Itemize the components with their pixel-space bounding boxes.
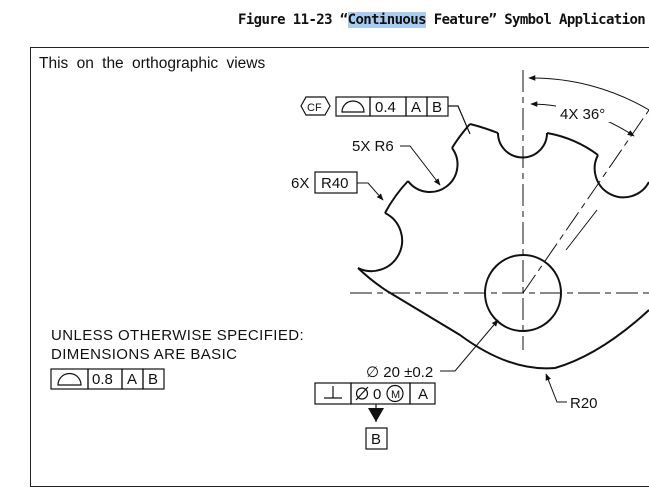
figure-caption: Figure 11-23 “Continuous Feature” Symbol…: [238, 12, 649, 28]
outer-count-label: 6X: [291, 175, 309, 192]
fcf-top-datum-b: B: [432, 99, 442, 116]
part-outline: [357, 123, 649, 370]
notch-radius-leader: [400, 145, 441, 186]
outer-radius-box: [314, 171, 384, 201]
diameter-icon: [355, 387, 369, 400]
corner-radius-label: R20: [570, 395, 598, 412]
profile-of-surface-icon: [341, 100, 365, 113]
caption-prefix: Figure 11-23 “: [238, 12, 348, 28]
fcf-top: [300, 96, 471, 135]
fcf-hole-tolerance: 0: [373, 386, 381, 403]
fcf-top-tolerance: 0.4: [375, 99, 396, 116]
fcf-hole: [314, 382, 436, 450]
fcf-hole-modifier: M: [391, 389, 400, 401]
fcf-general: [50, 368, 165, 390]
datum-triangle-icon: [368, 408, 384, 422]
views-note: This on the orthographic views: [39, 55, 266, 72]
hole-leader: [440, 319, 499, 372]
datum-b-label: B: [371, 431, 381, 448]
angle-label: 4X 36°: [560, 106, 605, 123]
fcf-hole-datum-a: A: [418, 386, 428, 403]
general-note: UNLESS OTHERWISE SPECIFIED: DIMENSIONS A…: [51, 326, 304, 364]
fcf-general-datum-a: A: [127, 371, 137, 388]
corner-radius-leader: [545, 373, 567, 403]
general-note-line-1: UNLESS OTHERWISE SPECIFIED:: [51, 327, 305, 344]
center-lines: [350, 70, 649, 350]
general-note-line-2: DIMENSIONS ARE BASIC: [51, 346, 238, 363]
fcf-top-datum-a: A: [411, 99, 421, 116]
fcf-general-tolerance: 0.8: [92, 371, 113, 388]
fcf-general-datum-b: B: [148, 371, 158, 388]
caption-suffix: Feature” Symbol Application in: [425, 12, 649, 28]
profile-of-surface-icon: [57, 372, 82, 386]
cf-symbol-label: CF: [307, 102, 322, 114]
caption-highlight: Continuous: [347, 12, 427, 28]
perpendicularity-icon: [324, 386, 342, 399]
notch-radius-label: 5X R6: [352, 138, 394, 155]
hole-size-label: ∅ 20 ±0.2: [366, 364, 433, 381]
drawing-svg: 4X 36° CF 0.4 A B 5X R6 6X R40 0.8 A B ∅…: [50, 70, 649, 450]
mmc-modifier-icon: [386, 384, 404, 403]
outer-radius-label: R40: [321, 175, 349, 192]
angle-dimension: [528, 75, 649, 251]
